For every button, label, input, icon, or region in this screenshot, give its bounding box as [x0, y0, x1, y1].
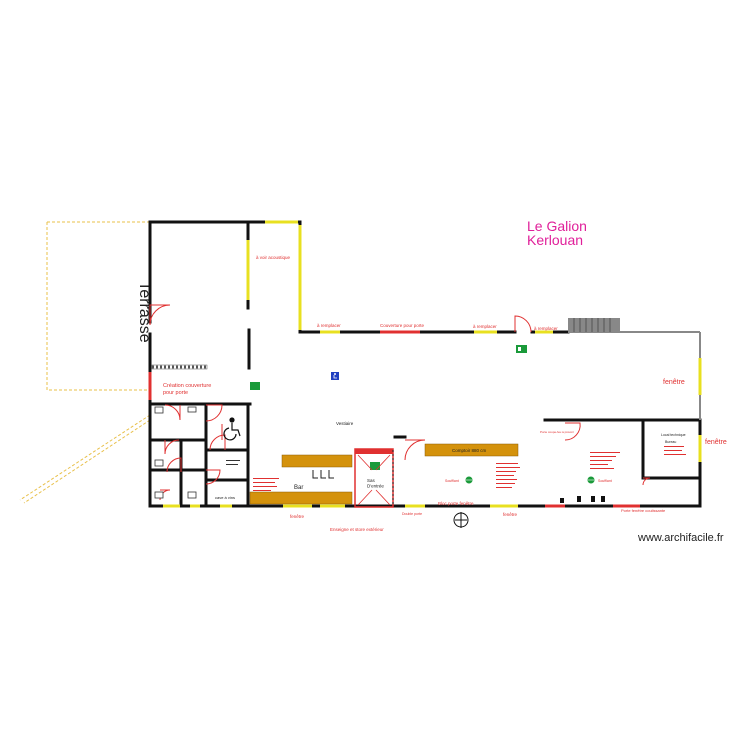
window-right-mid: fenêtre	[705, 439, 727, 446]
counter-label: Comptoir 880 cm	[452, 448, 487, 453]
local-details	[664, 446, 686, 455]
bar-counter: Comptoir 880 cm Bar	[249, 443, 519, 505]
bar-stools	[312, 470, 334, 479]
bar-label: Bar	[294, 485, 303, 491]
local-label: Local technique	[661, 433, 686, 437]
vestiaire-label: Vestiaire	[336, 421, 354, 426]
local-sub: Bureau	[665, 440, 676, 444]
emergency-exit-icon	[250, 345, 527, 390]
double-door-note: Double porte	[402, 512, 422, 516]
enseigne-note: Enseigne et store extérieur	[330, 527, 384, 532]
windows	[163, 220, 702, 508]
stairs	[568, 318, 620, 332]
bloc-note: Bloc porte fenêtre	[438, 501, 474, 506]
window-bottom-mid: fenêtre	[503, 512, 518, 517]
window-right-top: fenêtre	[663, 379, 685, 386]
watermark: www.archifacile.fr	[637, 532, 724, 544]
blower-note-1: Soufflant	[445, 479, 459, 483]
terrace-outline	[19, 221, 151, 504]
walls	[148, 220, 702, 508]
accessibility-icon	[331, 372, 339, 380]
toilet-fixtures	[154, 406, 197, 499]
replace-note-2: à remplacer	[473, 324, 497, 329]
door-openings	[148, 330, 640, 508]
wheelchair-icon	[223, 417, 241, 441]
plan-title-line2: Kerlouan	[527, 232, 583, 248]
fire-extinguisher-icon	[465, 476, 595, 484]
window-bottom-left: fenêtre	[290, 514, 305, 519]
door-swings	[149, 304, 651, 501]
detail-lines	[226, 452, 620, 491]
replace-note-3: à remplacer	[534, 326, 558, 331]
thin-walls	[568, 331, 701, 420]
acoustic-note: à voir acoustique	[256, 255, 291, 260]
hatched-partition	[151, 364, 208, 370]
fire-door-note: Porte fenêtre coulissante	[621, 508, 666, 513]
door-cover-note: Couverture pour porte	[380, 323, 425, 328]
cave-label: cave à vins	[215, 495, 235, 500]
plan-title-line1: Le Galion	[527, 218, 587, 234]
speaker-icons	[560, 496, 605, 503]
cover-create-note-2: pour porte	[163, 390, 188, 396]
replace-note-1: à remplacer	[317, 323, 341, 328]
cover-create-note-1: Création couverture	[163, 383, 211, 389]
blower-note-2: Soufflant	[598, 479, 612, 483]
north-arrow-icon	[453, 512, 469, 528]
fire-note: Porte coupe-feu à prévoir	[540, 430, 574, 434]
